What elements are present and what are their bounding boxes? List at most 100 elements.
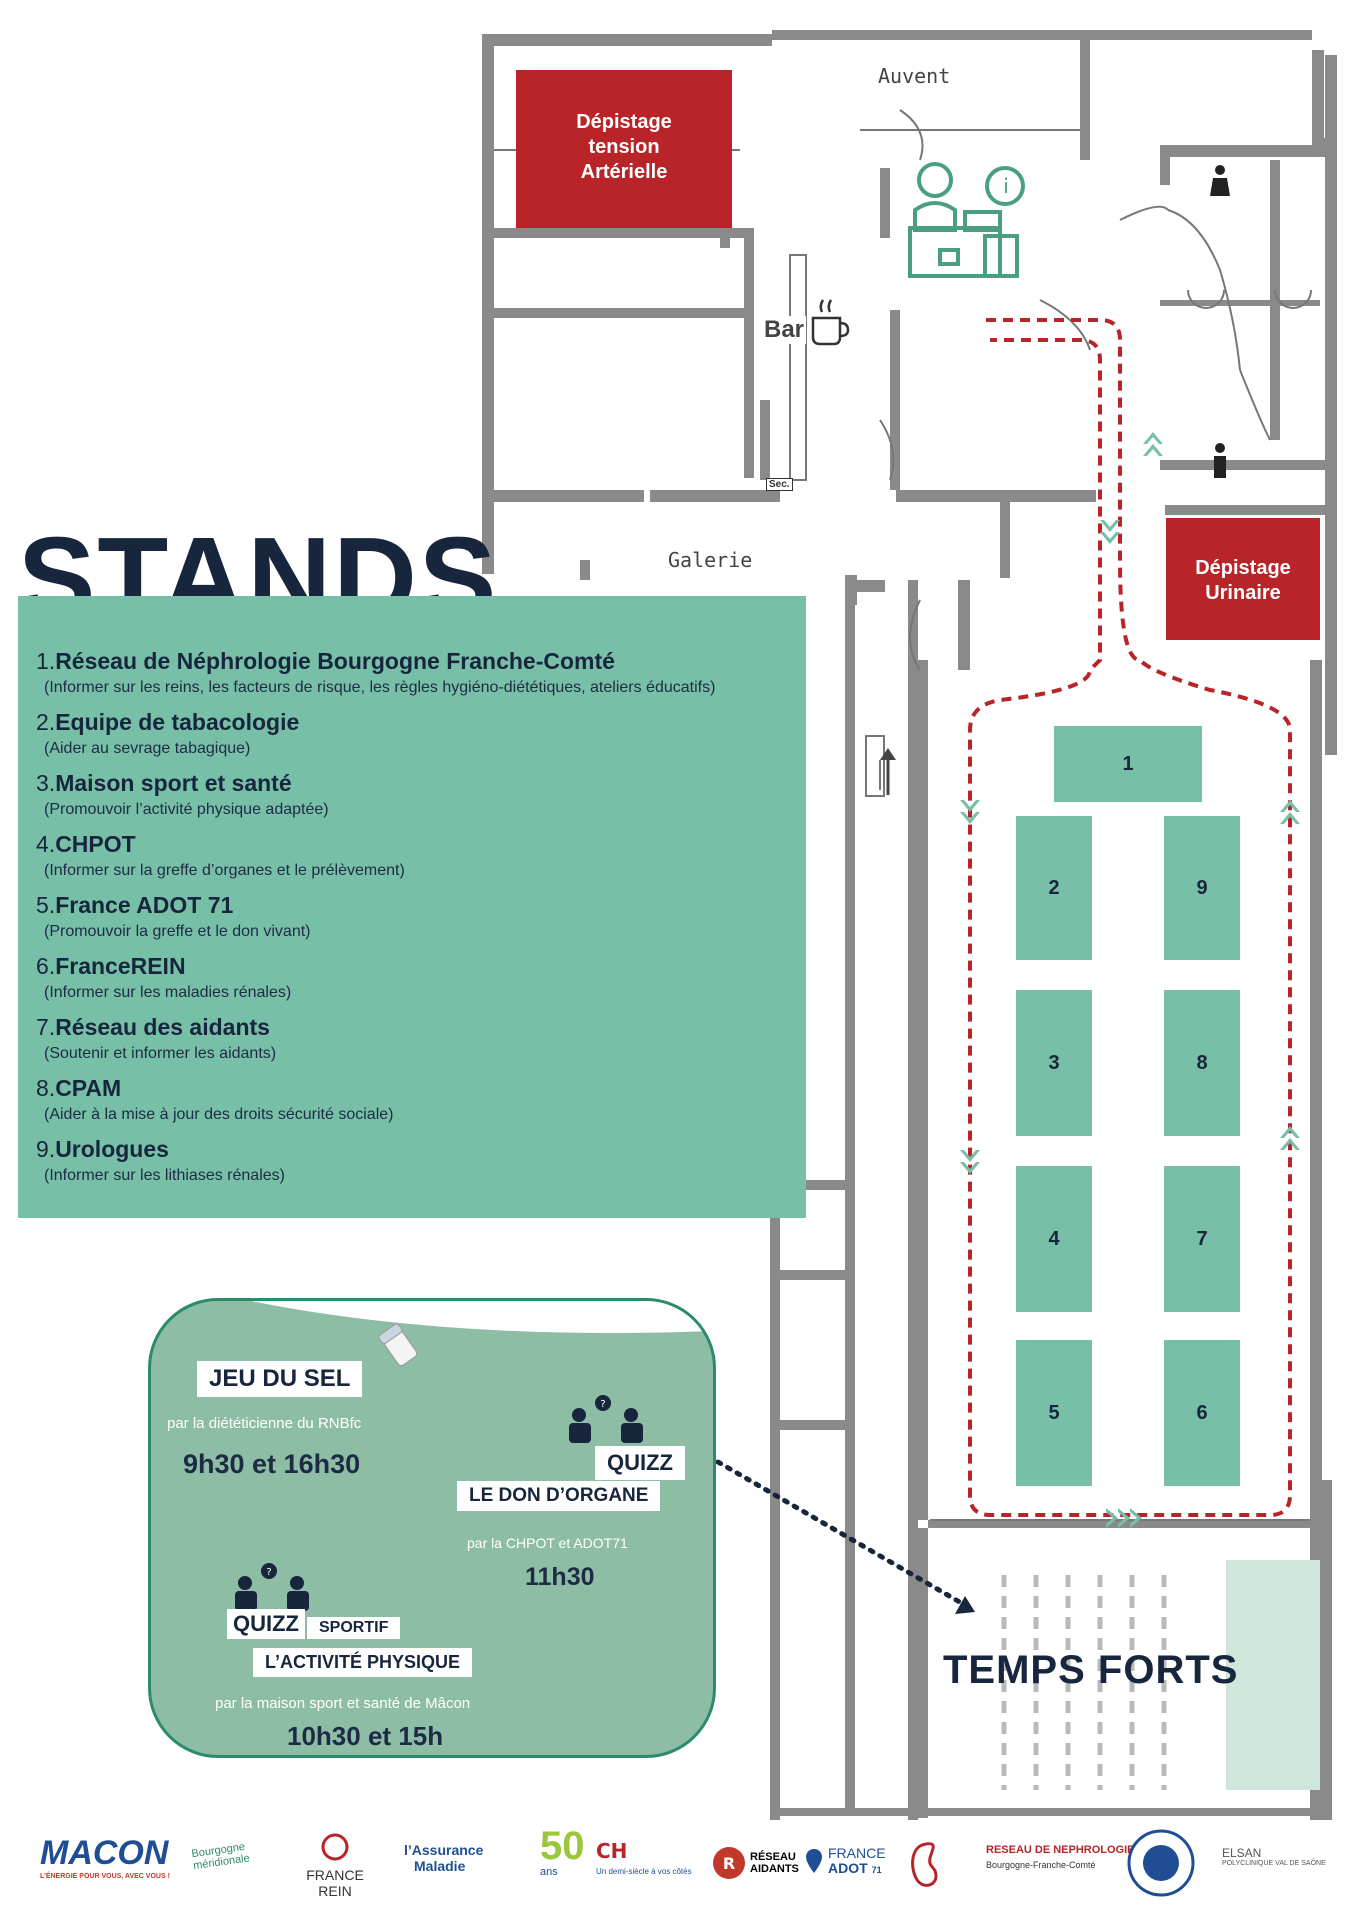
depistage-tension-line2: tension <box>588 136 660 158</box>
partner-logos: MACON L’ÉNERGIE POUR VOUS, AVEC VOUS ! B… <box>0 1820 1359 1920</box>
stand-entry-3: 3.Maison sport et santé (Promouvoir l’ac… <box>36 770 329 819</box>
stand-entry-4: 4.CHPOT (Informer sur la greffe d’organe… <box>36 831 405 880</box>
ch-logo-icon: CH <box>596 1839 627 1863</box>
stand-4: 4 <box>1016 1166 1092 1312</box>
label-galerie: Galerie <box>668 548 753 572</box>
rein-icon <box>321 1833 349 1861</box>
depistage-tension-line1: Dépistage <box>576 111 672 133</box>
stand-entry-num: 9. <box>36 1136 56 1162</box>
stand-entry-1: 1.Réseau de Néphrologie Bourgogne Franch… <box>36 648 715 697</box>
kidney-icon <box>906 1836 964 1899</box>
location-pin-icon <box>806 1848 822 1873</box>
stand-entry-desc: (Aider à la mise à jour des droits sécur… <box>44 1106 394 1123</box>
stand-3: 3 <box>1016 990 1092 1136</box>
logo-aidants-top: RÉSEAU <box>750 1850 796 1863</box>
stand-entry-num: 6. <box>36 953 56 979</box>
depistage-urinaire-line2: Urinaire <box>1205 582 1281 604</box>
quizz2-sub: par la maison sport et santé de Mâcon <box>215 1695 471 1712</box>
quizz1-tag: QUIZZ <box>595 1446 685 1480</box>
stand-entry-num: 7. <box>36 1014 56 1040</box>
jeu-du-sel-sub: par la diététicienne du RNBfc <box>167 1415 362 1432</box>
depistage-tension-line3: Artérielle <box>580 161 668 183</box>
salt-shaker-icon <box>378 1323 418 1367</box>
stand-5: 5 <box>1016 1340 1092 1486</box>
logo-adot-top: FRANCE <box>828 1845 886 1861</box>
stand-6: 6 <box>1164 1340 1240 1486</box>
depistage-urinaire-line1: Dépistage <box>1195 557 1291 579</box>
stand-1: 1 <box>1054 726 1202 802</box>
stage-area <box>1226 1560 1320 1790</box>
stand-entry-desc: (Informer sur les reins, les facteurs de… <box>44 679 716 696</box>
stand-entry-desc: (Informer sur la greffe d’organes et le … <box>44 862 405 879</box>
logo-ch-text: Un demi-siècle à vos côtés <box>596 1867 692 1876</box>
logo-elsan: ELSAN POLYCLINIQUE VAL DE SAÔNE <box>1222 1846 1326 1867</box>
quizz2-word: SPORTIF <box>307 1617 401 1639</box>
logo-reseau-aidants: R RÉSEAU AIDANTS <box>712 1846 799 1880</box>
stand-entry-num: 4. <box>36 831 56 857</box>
logo-bourgogne: Bourgogne méridionale <box>190 1840 251 1873</box>
stand-entry-name: Urologues <box>55 1136 169 1162</box>
svg-text:?: ? <box>600 1399 605 1410</box>
events-arrow-icon <box>715 1459 975 1614</box>
label-sec: Sec. <box>766 478 793 491</box>
toilet-icon-female <box>1210 165 1230 196</box>
stand-7: 7 <box>1164 1166 1240 1312</box>
stand-entry-num: 8. <box>36 1075 56 1101</box>
logo-adot-bottom: ADOT <box>828 1859 868 1876</box>
stand-entry-name: FranceREIN <box>55 953 186 979</box>
depistage-tension-box: Dépistage tension Artérielle <box>516 70 732 228</box>
label-auvent: Auvent <box>878 64 951 88</box>
logo-assurance-maladie: l’Assurance Maladie <box>404 1842 483 1874</box>
temps-forts-label: TEMPS FORTS <box>943 1648 1239 1692</box>
stand-entry-desc: (Informer sur les maladies rénales) <box>44 984 292 1001</box>
logo-aidants-bottom: AIDANTS <box>750 1863 799 1875</box>
stand-entry-name: Maison sport et santé <box>55 770 292 796</box>
quizz2-title: L’ACTIVITÉ PHYSIQUE <box>253 1648 473 1677</box>
logo-macon: MACON L’ÉNERGIE POUR VOUS, AVEC VOUS ! <box>40 1834 170 1880</box>
panel-top-wave <box>251 1301 713 1333</box>
quizz1-time: 11h30 <box>525 1563 595 1591</box>
svg-text:CH: CH <box>596 1840 627 1862</box>
stand-entry-name: CPAM <box>55 1075 122 1101</box>
logo-50-ans: 50 ans <box>540 1826 585 1878</box>
info-icon: i <box>1003 174 1009 198</box>
stand-entry-desc: (Soutenir et informer les aidants) <box>44 1045 277 1062</box>
logo-50-sub: ans <box>540 1866 558 1878</box>
stand-entry-desc: (Informer sur les lithiases rénales) <box>44 1167 285 1184</box>
up-arrow-icon <box>880 748 896 795</box>
stand-entry-name: Réseau des aidants <box>55 1014 270 1040</box>
stand-entry-name: Réseau de Néphrologie Bourgogne Franche-… <box>55 648 615 674</box>
logo-adot-num: 71 <box>871 1864 882 1875</box>
logo-france-adot: FRANCE ADOT 71 <box>804 1846 886 1875</box>
logo-assurance-top: l’Assurance <box>404 1842 484 1858</box>
reception-icon <box>908 162 1025 278</box>
seal-logo-icon <box>1127 1829 1195 1897</box>
stand-entry-6: 6.FranceREIN (Informer sur les maladies … <box>36 953 291 1002</box>
stand-8: 8 <box>1164 990 1240 1136</box>
logo-reseau-nephrologie: RESEAU DE NEPHROLOGIE Bourgogne-Franche-… <box>986 1844 1135 1870</box>
stand-entry-2: 2.Equipe de tabacologie (Aider au sevrag… <box>36 709 299 758</box>
label-bar: Bar <box>762 316 807 344</box>
jeu-du-sel-time: 9h30 et 16h30 <box>183 1449 361 1479</box>
stand-9: 9 <box>1164 816 1240 960</box>
quizz1-title: LE DON D’ORGANE <box>457 1481 661 1511</box>
direction-chevrons <box>960 432 1300 1528</box>
visitor-path <box>968 318 1292 1517</box>
logo-macon-tag: L’ÉNERGIE POUR VOUS, AVEC VOUS ! <box>40 1873 170 1880</box>
stand-entry-7: 7.Réseau des aidants (Soutenir et inform… <box>36 1014 276 1063</box>
aidants-icon: R <box>713 1847 745 1879</box>
coffee-icon <box>811 299 850 346</box>
stand-entry-name: Equipe de tabacologie <box>55 709 300 735</box>
logo-france-rein-text: FRANCE REIN <box>306 1867 364 1899</box>
logo-macon-text: MACON <box>40 1834 169 1872</box>
quizz-people-icon: ? <box>235 1563 309 1611</box>
events-panel: JEU DU SEL par la diététicienne du RNBfc… <box>148 1298 716 1758</box>
stand-entry-num: 3. <box>36 770 56 796</box>
logo-ch-macon: CH Un demi-siècle à vos côtés <box>596 1839 706 1876</box>
logo-elsan-bottom: POLYCLINIQUE VAL DE SAÔNE <box>1222 1860 1326 1867</box>
jeu-du-sel-title: JEU DU SEL <box>197 1361 363 1397</box>
quizz2-time: 10h30 et 15h <box>287 1721 444 1751</box>
stand-entry-num: 5. <box>36 892 56 918</box>
quizz1-sub: par la CHPOT et ADOT71 <box>467 1535 628 1551</box>
stand-entry-desc: (Aider au sevrage tabagique) <box>44 740 251 757</box>
